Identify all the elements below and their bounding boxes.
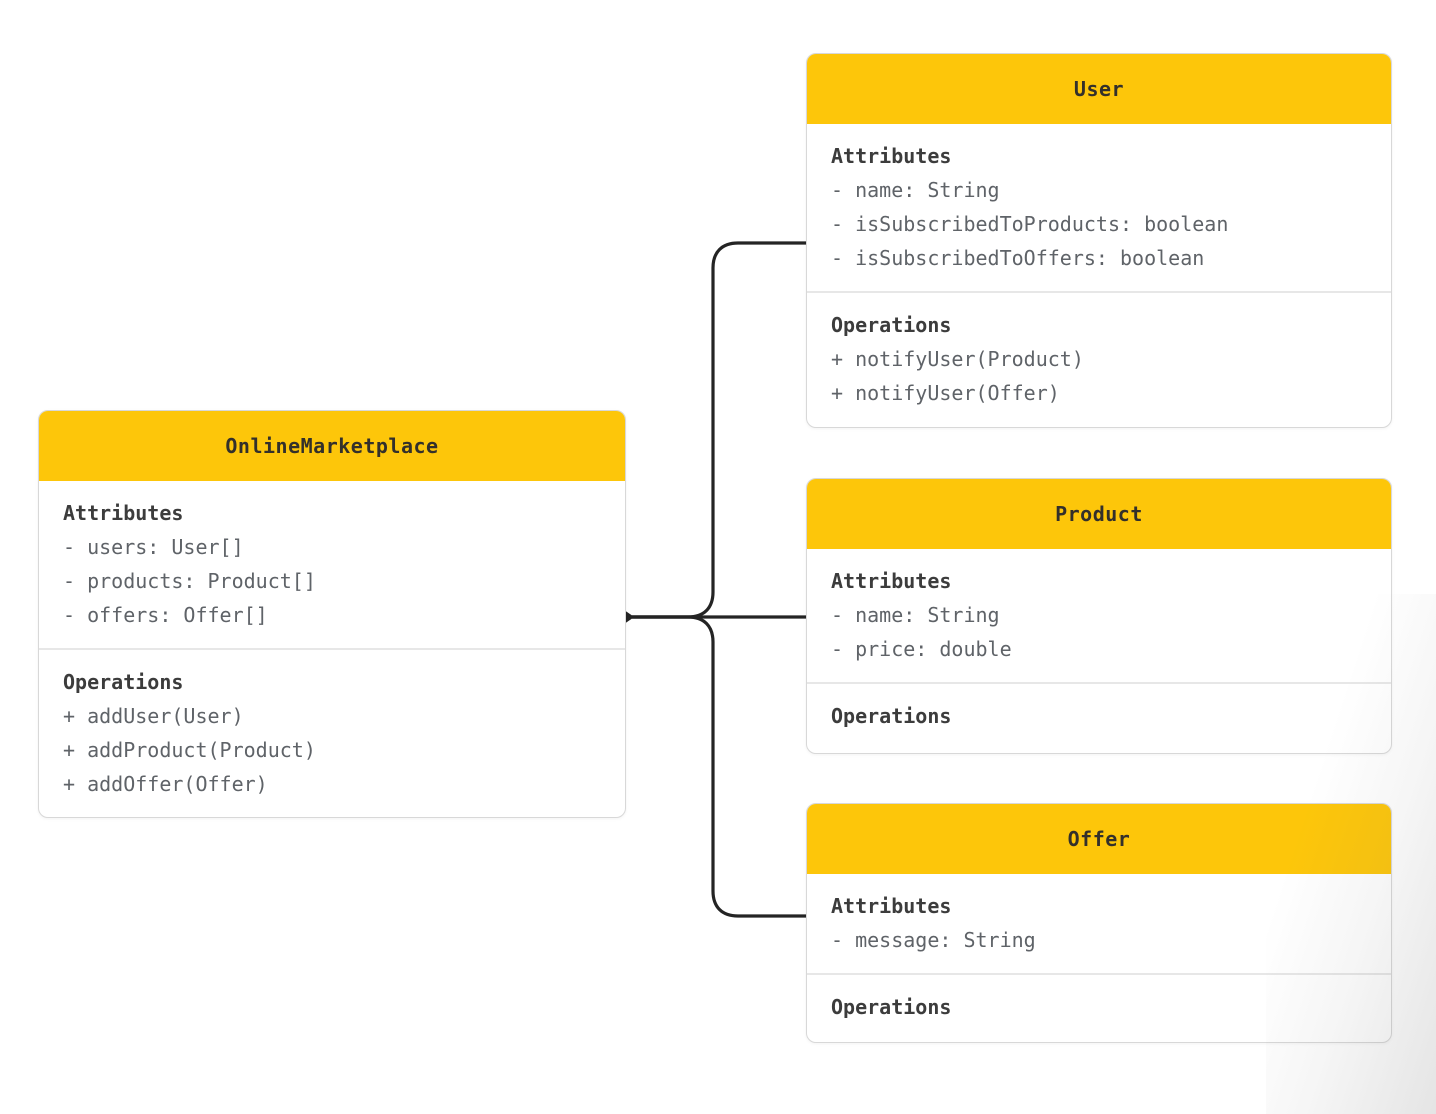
- section-divider: [807, 682, 1391, 684]
- attributes-label: Attributes: [831, 894, 952, 918]
- operations-section: Operations + notifyUser(Product) + notif…: [807, 293, 1391, 426]
- class-box-onlinemarketplace[interactable]: OnlineMarketplace Attributes - users: Us…: [38, 410, 626, 818]
- class-title: OnlineMarketplace: [39, 411, 625, 481]
- operations-section: Operations: [807, 975, 1391, 1040]
- attributes-section: Attributes - name: String - price: doubl…: [807, 549, 1391, 682]
- attribute-row: - message: String: [831, 928, 1036, 952]
- class-box-offer[interactable]: Offer Attributes - message: String Opera…: [806, 803, 1392, 1043]
- operations-label: Operations: [831, 313, 952, 337]
- attributes-label: Attributes: [831, 569, 952, 593]
- attribute-row: - name: String: [831, 603, 1000, 627]
- attributes-label: Attributes: [831, 144, 952, 168]
- attributes-section: Attributes - name: String - isSubscribed…: [807, 124, 1391, 291]
- attribute-row: - isSubscribedToOffers: boolean: [831, 246, 1205, 270]
- attribute-row: - isSubscribedToProducts: boolean: [831, 212, 1229, 236]
- class-title: Product: [807, 479, 1391, 549]
- operation-row: + notifyUser(Product): [831, 347, 1084, 371]
- operation-row: + addOffer(Offer): [63, 772, 268, 796]
- operation-row: + notifyUser(Offer): [831, 381, 1060, 405]
- operation-row: + addProduct(Product): [63, 738, 316, 762]
- attribute-row: - offers: Offer[]: [63, 603, 268, 627]
- operations-label: Operations: [831, 704, 952, 728]
- connector-branch-offer: [632, 615, 807, 918]
- class-body: Attributes - name: String - isSubscribed…: [807, 124, 1391, 427]
- class-title: Offer: [807, 804, 1391, 874]
- class-title: User: [807, 54, 1391, 124]
- attribute-row: - products: Product[]: [63, 569, 316, 593]
- section-divider: [807, 291, 1391, 293]
- class-body: Attributes - name: String - price: doubl…: [807, 549, 1391, 753]
- attribute-row: - name: String: [831, 178, 1000, 202]
- operations-section: Operations: [807, 684, 1391, 749]
- attributes-section: Attributes - users: User[] - products: P…: [39, 481, 625, 648]
- operations-section: Operations + addUser(User) + addProduct(…: [39, 650, 625, 817]
- attribute-row: - users: User[]: [63, 535, 244, 559]
- connector-branch-user: [632, 241, 807, 619]
- attribute-row: - price: double: [831, 637, 1012, 661]
- class-box-product[interactable]: Product Attributes - name: String - pric…: [806, 478, 1392, 754]
- section-divider: [39, 648, 625, 650]
- section-divider: [807, 973, 1391, 975]
- operations-label: Operations: [63, 670, 184, 694]
- attributes-label: Attributes: [63, 501, 184, 525]
- operations-label: Operations: [831, 995, 952, 1019]
- class-body: Attributes - message: String Operations: [807, 874, 1391, 1042]
- class-body: Attributes - users: User[] - products: P…: [39, 481, 625, 817]
- operation-row: + addUser(User): [63, 704, 244, 728]
- class-box-user[interactable]: User Attributes - name: String - isSubsc…: [806, 53, 1392, 428]
- attributes-section: Attributes - message: String: [807, 874, 1391, 973]
